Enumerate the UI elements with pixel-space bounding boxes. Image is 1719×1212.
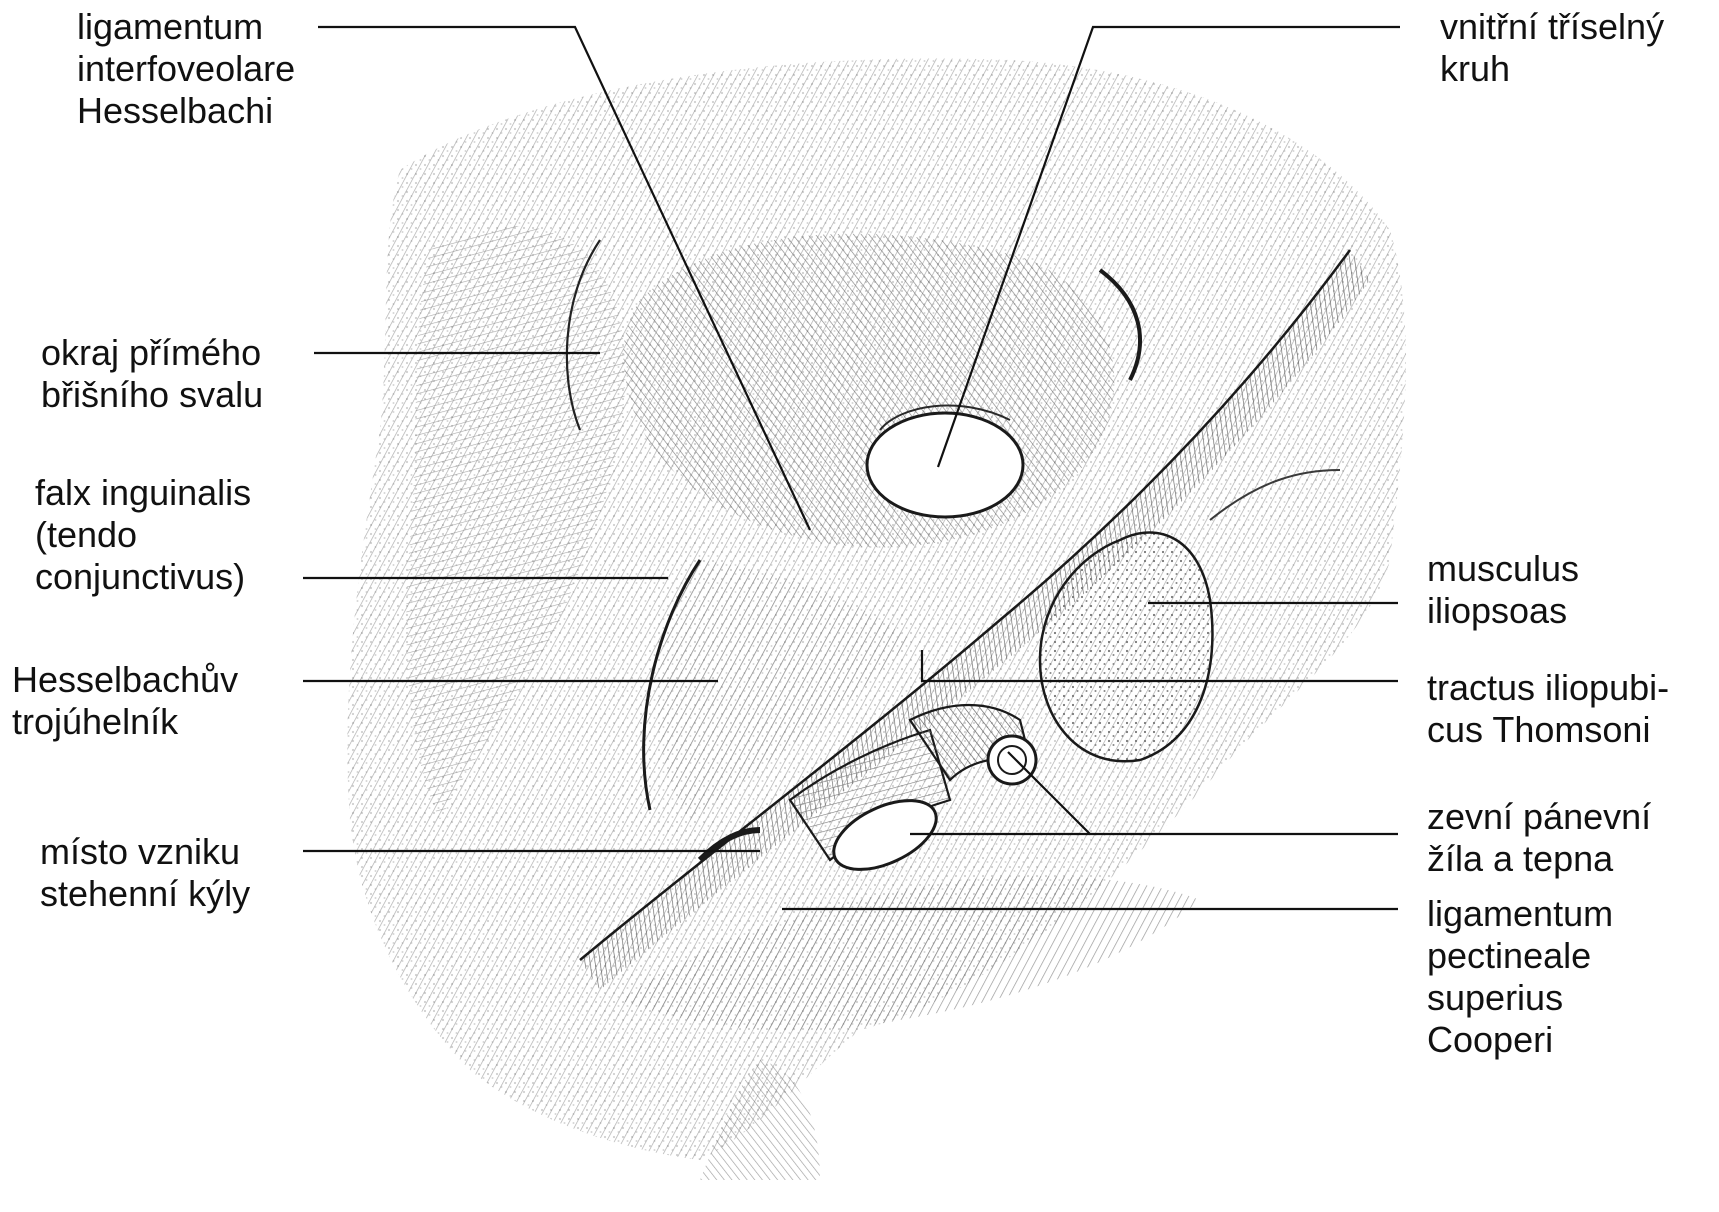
label-falx-inguinalis: falx inguinalis (tendo conjunctivus) bbox=[35, 472, 251, 598]
label-vnitrni-triselny-kruh: vnitřní tříselný kruh bbox=[1440, 6, 1664, 90]
label-hesselbachuv-trojuhelnik: Hesselbachův trojúhelník bbox=[12, 659, 238, 743]
label-zevni-panevni-zila: zevní pánevní žíla a tepna bbox=[1427, 796, 1651, 880]
label-ligamentum-pectineale: ligamentum pectineale superius Cooperi bbox=[1427, 893, 1613, 1061]
label-misto-vzniku-kyly: místo vzniku stehenní kýly bbox=[40, 831, 250, 915]
label-okraj-primeho-svalu: okraj přímého břišního svalu bbox=[41, 332, 263, 416]
internal-ring-opening bbox=[867, 413, 1023, 517]
label-tractus-iliopubicus: tractus iliopubi- cus Thomsoni bbox=[1427, 667, 1669, 751]
label-ligamentum-interfoveolare: ligamentum interfoveolare Hesselbachi bbox=[77, 6, 295, 132]
label-musculus-iliopsoas: musculus iliopsoas bbox=[1427, 548, 1579, 632]
iliac-artery-lumen bbox=[988, 736, 1036, 784]
